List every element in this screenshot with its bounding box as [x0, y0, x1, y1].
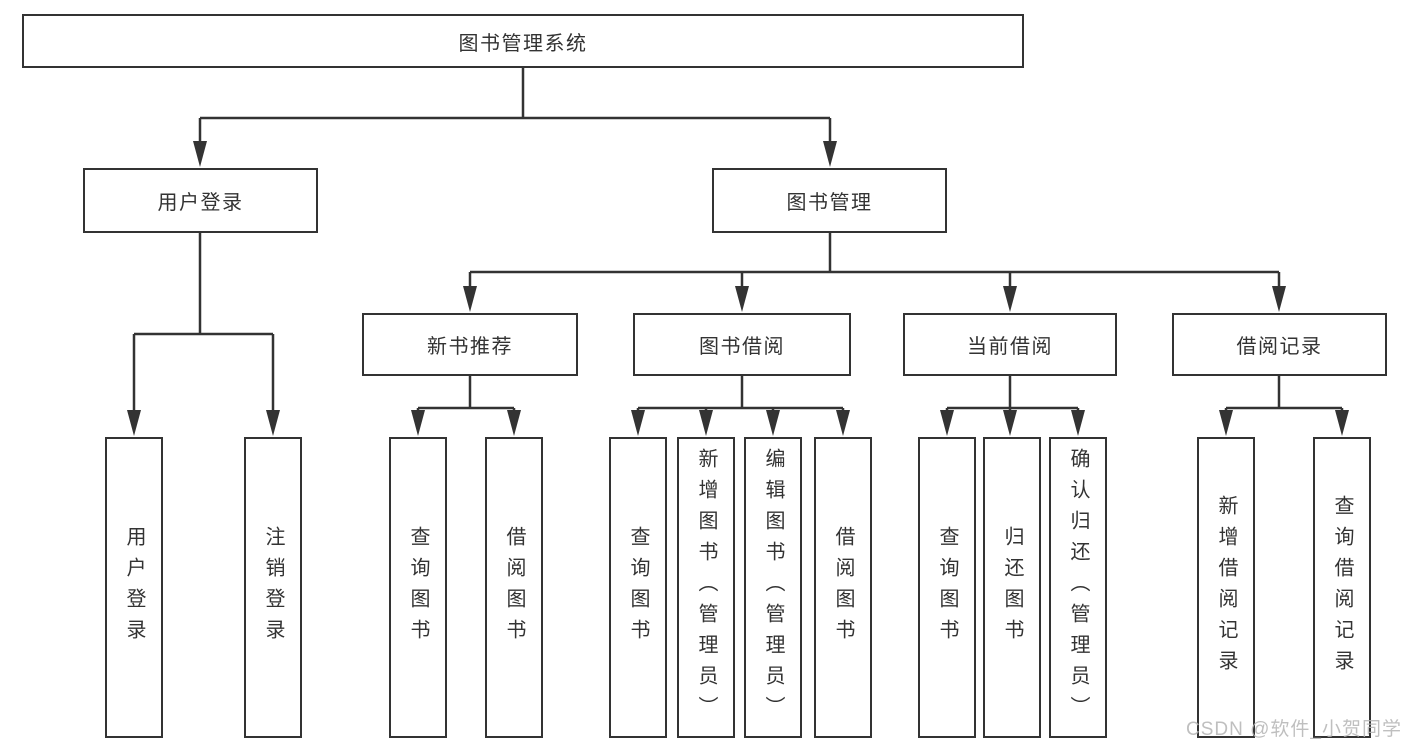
- leaf-borrowing-edit-books-admin: 编辑图书（管理员）: [744, 437, 802, 738]
- node-book-borrowing: 图书借阅: [633, 313, 851, 376]
- leaf-recommend-query-books: 查询图书: [389, 437, 447, 738]
- node-book-management: 图书管理: [712, 168, 947, 233]
- leaf-user-login: 用户登录: [105, 437, 163, 738]
- leaf-logout: 注销登录: [244, 437, 302, 738]
- node-user-login: 用户登录: [83, 168, 318, 233]
- leaf-current-query-books: 查询图书: [918, 437, 976, 738]
- node-current-borrowing: 当前借阅: [903, 313, 1117, 376]
- leaf-current-return-books: 归还图书: [983, 437, 1041, 738]
- leaf-borrowing-add-books-admin: 新增图书（管理员）: [677, 437, 735, 738]
- node-new-book-recommend: 新书推荐: [362, 313, 578, 376]
- leaf-records-add-record: 新增借阅记录: [1197, 437, 1255, 738]
- leaf-borrowing-borrow-books: 借阅图书: [814, 437, 872, 738]
- leaf-recommend-borrow-books: 借阅图书: [485, 437, 543, 738]
- leaf-current-confirm-return-admin: 确认归还（管理员）: [1049, 437, 1107, 738]
- leaf-records-query-record: 查询借阅记录: [1313, 437, 1371, 738]
- leaf-borrowing-query-books: 查询图书: [609, 437, 667, 738]
- node-library-system: 图书管理系统: [22, 14, 1024, 68]
- node-borrowing-records: 借阅记录: [1172, 313, 1387, 376]
